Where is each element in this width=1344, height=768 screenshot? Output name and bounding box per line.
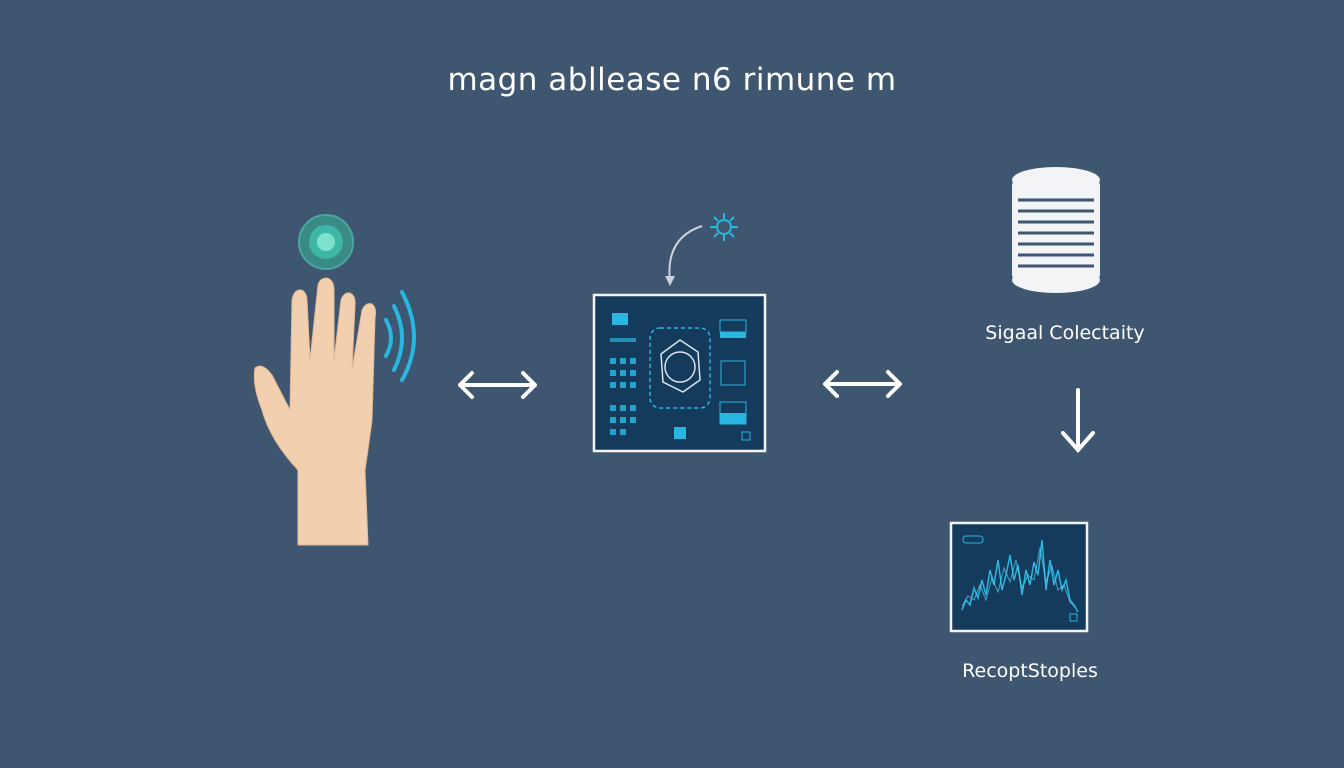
processing-panel — [592, 293, 767, 453]
diagram-title: magn abllease n6 rimune m — [447, 62, 897, 98]
recept-samples-label: RecoptStoples — [962, 660, 1098, 682]
sun-gear-icon — [710, 213, 738, 241]
database-icon — [1012, 167, 1100, 293]
sensor-dot-icon — [298, 214, 354, 270]
signal-chart-panel — [949, 521, 1089, 633]
bidirectional-arrow-icon — [458, 371, 537, 399]
bidirectional-arrow-icon — [823, 370, 902, 398]
down-arrow-icon — [1061, 388, 1095, 454]
signal-waves-icon — [384, 290, 416, 382]
hand-icon — [253, 277, 377, 546]
curved-arrow-icon — [668, 225, 703, 283]
signal-collection-label: Sigaal Colectaity — [985, 322, 1145, 344]
